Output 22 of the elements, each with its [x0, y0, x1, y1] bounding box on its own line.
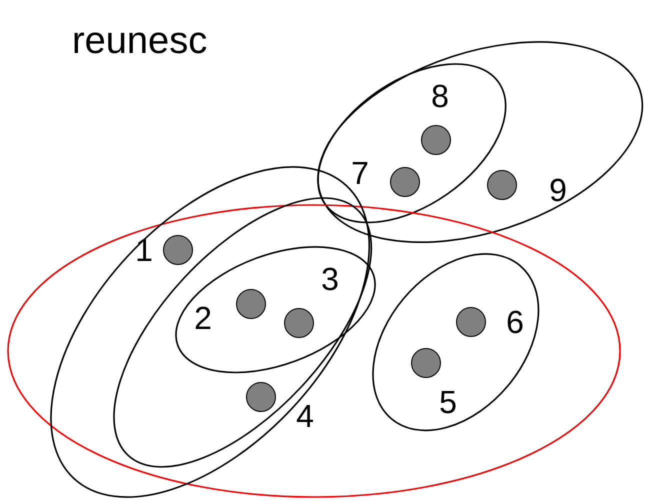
data-point	[486, 170, 517, 200]
point-label: 9	[549, 174, 567, 206]
cluster-ellipse	[176, 247, 376, 373]
cluster-ellipse	[8, 205, 620, 497]
point-label: 7	[351, 157, 369, 189]
data-point	[410, 348, 441, 378]
point-label: 3	[321, 263, 339, 295]
data-point	[390, 166, 420, 197]
data-point	[236, 288, 266, 319]
title: reunesc	[72, 22, 208, 60]
data-point	[420, 124, 451, 155]
point-label: 4	[296, 400, 314, 432]
cluster-ellipse	[318, 42, 642, 242]
point-label: 8	[431, 80, 449, 112]
point-label: 2	[194, 302, 212, 334]
data-point	[246, 382, 276, 412]
point-label: 5	[439, 386, 457, 418]
point-label: 6	[506, 306, 524, 338]
data-point	[162, 234, 193, 265]
data-point	[456, 306, 486, 337]
cluster-ellipse	[373, 254, 539, 430]
data-point	[284, 308, 314, 338]
